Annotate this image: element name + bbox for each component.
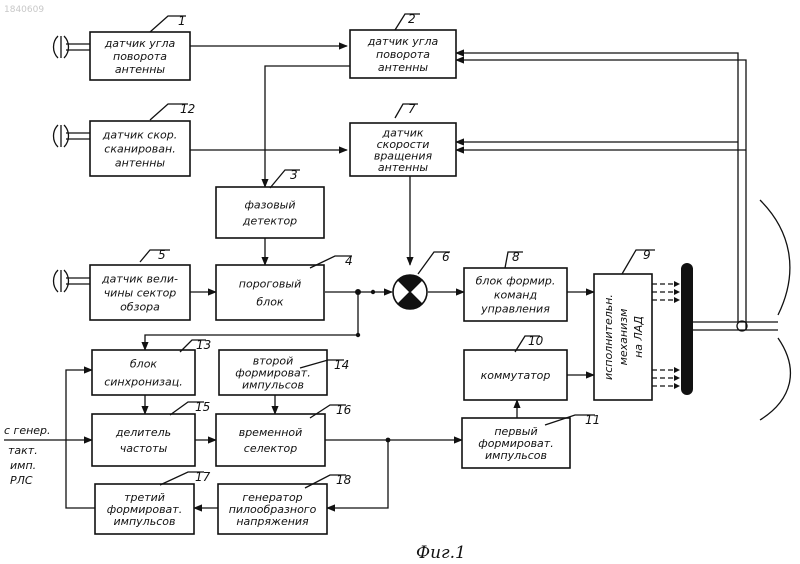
block-label-line: временной: [239, 426, 303, 439]
block-8: блок формир.командуправления8: [464, 250, 567, 321]
input-label: с генер. такт. имп. РЛС: [4, 424, 51, 487]
antenna-icon: [54, 125, 69, 147]
block-4: пороговыйблок4: [216, 254, 353, 320]
block-13: блоксинхронизац.13: [92, 338, 211, 395]
block-18: генераторпилообразногонапряжения18: [218, 473, 352, 534]
block-10: коммутатор10: [464, 334, 567, 400]
block-label-line: датчик скор.: [102, 129, 177, 142]
input-label-line: такт.: [8, 444, 38, 457]
block-label-line: команд: [494, 289, 537, 302]
block-label-line: пороговый: [239, 278, 301, 291]
block-label-line: импульсов: [242, 379, 304, 392]
block-label-line: датчик вели-: [101, 273, 178, 286]
block-label-line: импульсов: [485, 449, 547, 462]
block-label-line: детектор: [242, 215, 297, 228]
block-label-line: синхронизац.: [104, 376, 183, 389]
block-label-line: управления: [480, 303, 550, 316]
block-label-line: датчик угла: [104, 37, 176, 50]
blocks: датчик углаповоротаантенны1датчик углапо…: [90, 12, 652, 534]
block-frame: [216, 265, 324, 320]
block-label-line: датчик угла: [367, 35, 439, 48]
block-1: датчик углаповоротаантенны1: [90, 14, 190, 80]
figure-caption: Фиг.1: [416, 543, 466, 563]
block-label-line: частоты: [120, 442, 168, 455]
input-label-line: с генер.: [4, 424, 51, 437]
block-11: первыйформироват.импульсов11: [462, 413, 600, 468]
block-label-line: антенны: [115, 157, 165, 170]
block-7: датчикскоростивращенияантенны7: [350, 102, 456, 176]
block-label-line: коммутатор: [481, 369, 551, 382]
block-15: делительчастоты15: [92, 400, 210, 466]
block-label-line: блок формир.: [476, 275, 556, 288]
block-9: исполнительн.механизмна ЛАД9: [594, 248, 652, 400]
block-label-line: фазовый: [244, 199, 295, 212]
antenna-icon: [54, 270, 69, 292]
block-frame: [92, 414, 195, 466]
block-16: временнойселектор16: [216, 403, 352, 466]
block-label-line: механизм: [617, 309, 630, 366]
block-label-line: импульсов: [114, 515, 176, 528]
block-label-line: поворота: [376, 48, 430, 61]
block-label-line: на ЛАД: [632, 316, 645, 358]
document-number: 1840609: [4, 5, 44, 15]
block-label-line: антенны: [378, 61, 428, 74]
block-3: фазовыйдетектор3: [216, 168, 324, 238]
block-frame: [216, 414, 325, 466]
block-frame: [216, 187, 324, 238]
block-5: датчик вели-чины секторобзора5: [90, 248, 190, 320]
block-12: датчик скор.сканирован.антенны12: [90, 102, 195, 176]
block-2: датчик углаповоротаантенны2: [350, 12, 456, 78]
input-label-line: имп.: [10, 459, 36, 472]
block-label-line: селектор: [244, 442, 297, 455]
antenna-icon: [54, 36, 69, 58]
block-6: 6: [393, 250, 450, 309]
block-label-line: напряжения: [236, 515, 309, 528]
block-label-line: поворота: [113, 50, 167, 63]
block-label-line: блок: [130, 358, 158, 371]
block-label-line: обзора: [120, 301, 160, 314]
block-label-line: исполнительн.: [602, 294, 615, 380]
block-17: третийформироват.импульсов17: [95, 470, 211, 534]
block-label-line: блок: [256, 296, 284, 309]
block-label-line: делитель: [115, 426, 171, 439]
block-14: второйформироват.импульсов14: [219, 350, 349, 395]
block-label-line: чины сектор: [104, 287, 177, 300]
block-label-line: сканирован.: [104, 143, 175, 156]
block-label-line: антенны: [378, 161, 428, 174]
input-label-line: РЛС: [10, 474, 33, 487]
block-label-line: антенны: [115, 63, 165, 76]
